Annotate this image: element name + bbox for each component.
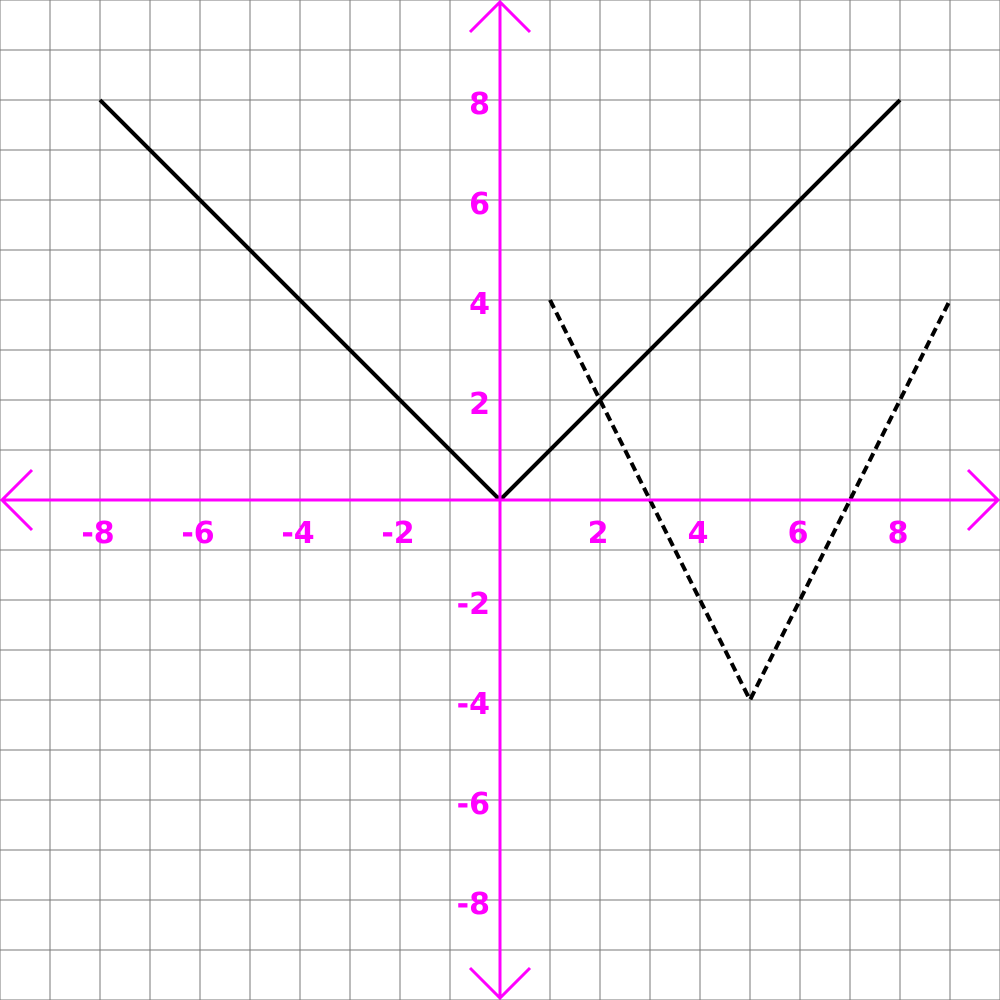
x-tick-label: -6 [181, 516, 214, 551]
x-tick-label: 8 [888, 516, 909, 551]
x-tick-label: -8 [81, 516, 114, 551]
y-tick-label: -6 [457, 787, 490, 822]
y-tick-label: 2 [469, 387, 490, 422]
y-tick-label: 4 [469, 287, 490, 322]
series-line-dashed [548, 299, 952, 705]
x-axis-arrow-left-icon [0, 468, 34, 532]
x-tick-label: 4 [688, 516, 709, 551]
y-axis-arrow-down-icon [468, 966, 532, 1000]
y-tick-label: 6 [469, 187, 490, 222]
x-axis-arrow-right-icon [966, 468, 1000, 532]
x-tick-label: 6 [788, 516, 809, 551]
x-tick-label: -4 [281, 516, 314, 551]
y-tick-label: -8 [457, 887, 490, 922]
x-tick-label: -2 [381, 516, 414, 551]
y-axis-arrow-up-icon [468, 0, 532, 34]
y-tick-label: -2 [457, 587, 490, 622]
x-tick-label: 2 [588, 516, 609, 551]
tick-labels: -8 -6 -4 -2 2 4 6 8 8 6 4 2 -2 -4 -6 -8 [81, 87, 908, 922]
y-tick-label: -4 [457, 687, 490, 722]
y-tick-label: 8 [469, 87, 490, 122]
